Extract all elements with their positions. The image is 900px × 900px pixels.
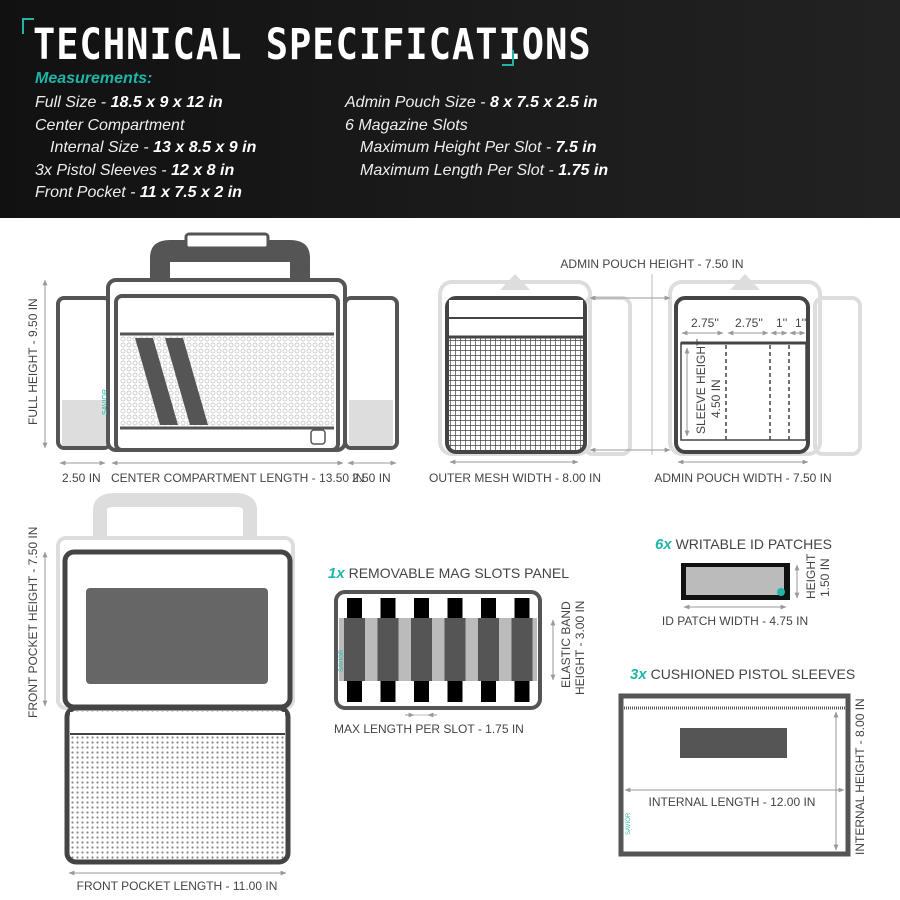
bag-front-view: SAVIOR FULL HEIGHT - 9.50 IN 2.50 IN CEN… (26, 232, 399, 485)
spec-front-pocket: Front Pocket - 11 x 7.5 x 2 in (35, 184, 242, 201)
id-height-label: HEIGHT (804, 553, 818, 599)
front-pocket-height-label: FRONT POCKET HEIGHT - 7.50 IN (26, 527, 40, 718)
brand-logo: SAVIOR (102, 389, 109, 415)
spec-max-height: Maximum Height Per Slot - 7.5 in (360, 139, 597, 156)
brand-icon (310, 429, 326, 445)
slot-width-label: 1'' (795, 316, 806, 330)
page-title: TECHNICAL SPECIFICATIONS (33, 20, 592, 70)
spec-internal-size: Internal Size - 13 x 8.5 x 9 in (50, 139, 257, 156)
full-height-label: FULL HEIGHT - 9.50 IN (26, 298, 40, 425)
slot-width-label: 1'' (776, 316, 787, 330)
mag-slot-band (411, 618, 432, 681)
mesh-width-label: OUTER MESH WIDTH - 8.00 IN (429, 471, 601, 485)
front-pocket-diagram: FRONT POCKET HEIGHT - 7.50 IN FRONT POCK… (26, 493, 295, 893)
pistol-sleeve-diagram: 3x CUSHIONED PISTOL SLEEVES SAVIOR INTER… (618, 666, 867, 857)
spec-mag-slots: 6 Magazine Slots (345, 117, 468, 134)
spec-pistol-sleeves: 3x Pistol Sleeves - 12 x 8 in (35, 162, 235, 179)
mag-slot-band (377, 618, 399, 681)
id-patch-title: 6x WRITABLE ID PATCHES (655, 536, 832, 553)
band-height-label: HEIGHT - 3.00 IN (573, 601, 587, 695)
brand-logo: SAVIOR (626, 812, 632, 835)
front-pocket-length-label: FRONT POCKET LENGTH - 11.00 IN (77, 879, 278, 893)
slot-width-label: 2.75'' (691, 316, 719, 330)
sleeve-length-label: INTERNAL LENGTH - 12.00 IN (649, 795, 816, 809)
admin-height-label: ADMIN POUCH HEIGHT - 7.50 IN (560, 257, 743, 271)
mag-slot-band (478, 618, 499, 681)
mag-panel-diagram: 1x REMOVABLE MAG SLOTS PANEL SAVIOR ELAS… (328, 565, 587, 736)
side-right-label: 2.50 IN (352, 471, 391, 485)
spec-admin-pouch: Admin Pouch Size - 8 x 7.5 x 2.5 in (345, 94, 598, 111)
mag-slot-band (344, 618, 365, 681)
spec-full-size: Full Size - 18.5 x 9 x 12 in (35, 94, 223, 111)
slot-width-label: 2.75'' (735, 316, 763, 330)
side-left-label: 2.50 IN (62, 471, 101, 485)
id-patch-diagram: 6x WRITABLE ID PATCHES HEIGHT 1.50 IN ID… (655, 536, 832, 628)
mag-slot-band (444, 618, 466, 681)
mag-panel-title: 1x REMOVABLE MAG SLOTS PANEL (328, 565, 569, 582)
band-label: ELASTIC BAND (559, 601, 573, 688)
max-length-label: MAX LENGTH PER SLOT - 1.75 IN (334, 722, 524, 736)
sleeve-height-label: INTERNAL HEIGHT - 8.00 IN (853, 698, 867, 855)
spec-max-length: Maximum Length Per Slot - 1.75 in (360, 162, 609, 179)
bracket-decoration (22, 18, 34, 34)
id-height-value: 1.50 IN (818, 558, 832, 597)
bracket-decoration (502, 50, 514, 66)
admin-pouch-diagram: 2.75'' 2.75'' 1'' 1'' SLEEVE HEIGHT 4.50… (429, 257, 862, 485)
measurements-label: Measurements: (35, 70, 153, 87)
spec-header: TECHNICAL SPECIFICATIONS Measurements: F… (0, 0, 900, 218)
sleeve-height-value: 4.50 IN (709, 379, 723, 418)
pouch-width-label: ADMIN POUCH WIDTH - 7.50 IN (654, 471, 831, 485)
sleeves-title: 3x CUSHIONED PISTOL SLEEVES (630, 666, 855, 683)
id-width-label: ID PATCH WIDTH - 4.75 IN (662, 614, 808, 628)
sleeve-height-label: SLEEVE HEIGHT (694, 338, 708, 434)
center-length-label: CENTER COMPARTMENT LENGTH - 13.50 IN (111, 471, 364, 485)
mag-slot-band (511, 618, 533, 681)
brand-logo: SAVIOR (339, 649, 345, 672)
spec-center-compartment: Center Compartment (35, 117, 185, 134)
